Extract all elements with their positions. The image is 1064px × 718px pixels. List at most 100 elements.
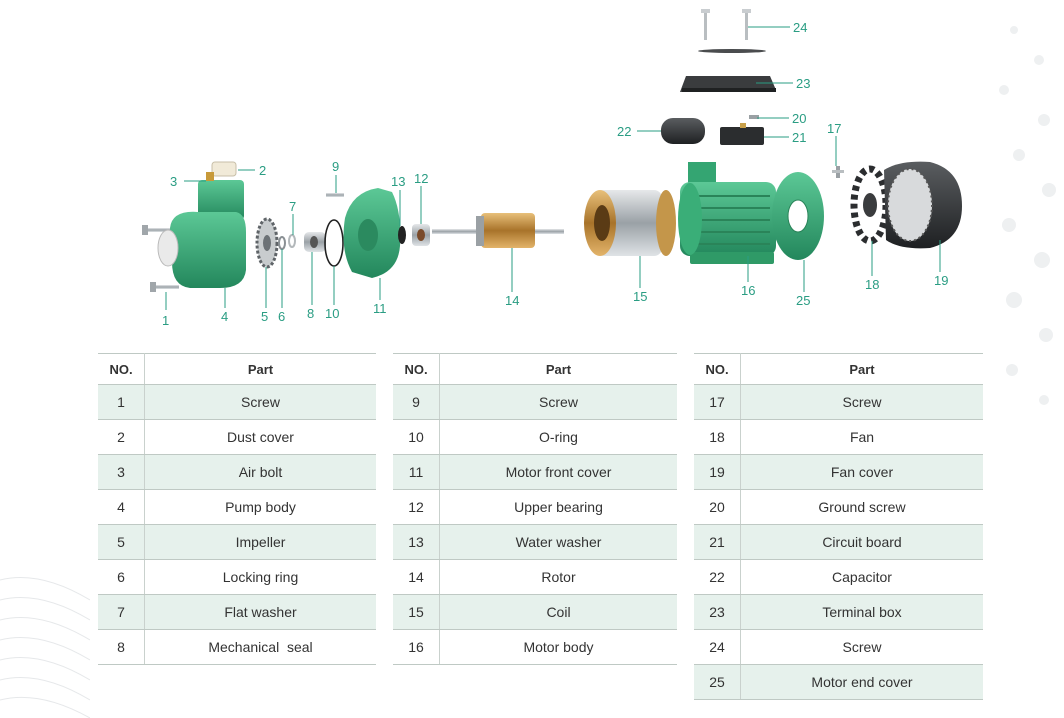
callout-10: 10 [325, 306, 339, 321]
row-no: 21 [694, 524, 741, 560]
header-part: Part [439, 353, 677, 385]
row-no: 2 [98, 419, 145, 455]
row-part: Upper bearing [439, 489, 677, 525]
row-no: 23 [694, 594, 741, 630]
row-part: Circuit board [740, 524, 983, 560]
callout-22: 22 [617, 124, 631, 139]
part-screw-1 [142, 225, 179, 292]
part-o-ring [324, 219, 344, 267]
part-locking-ring [278, 236, 286, 250]
row-no: 7 [98, 594, 145, 630]
callout-8: 8 [307, 306, 314, 321]
part-screw-24 [698, 9, 766, 53]
part-terminal-box [680, 76, 776, 92]
row-part: Impeller [144, 524, 376, 560]
callout-17: 17 [827, 121, 841, 136]
decorative-wave-pattern [0, 577, 90, 718]
part-fan-cover [884, 161, 962, 249]
callout-6: 6 [278, 309, 285, 324]
callout-23: 23 [796, 76, 810, 91]
header-no: NO. [393, 353, 440, 385]
row-part: Rotor [439, 559, 677, 595]
part-flat-washer [288, 234, 296, 248]
row-no: 6 [98, 559, 145, 595]
part-water-washer [398, 226, 406, 244]
callout-labels: 1 2 3 4 5 6 7 8 9 10 11 12 13 14 15 16 1… [162, 20, 948, 328]
decorative-dot-pattern [999, 26, 1056, 405]
callout-13: 13 [391, 174, 405, 189]
row-part: Motor body [439, 629, 677, 665]
part-pump-body [157, 180, 246, 288]
part-coil [584, 190, 676, 256]
row-no: 3 [98, 454, 145, 490]
part-air-bolt [206, 172, 214, 181]
part-rotor [432, 213, 564, 248]
callout-11: 11 [373, 301, 387, 316]
part-motor-end-cover [772, 172, 824, 260]
table-header-row: NO. Part [393, 353, 677, 385]
row-no: 9 [393, 384, 440, 420]
row-part: O-ring [439, 419, 677, 455]
header-no: NO. [694, 353, 741, 385]
row-no: 8 [98, 629, 145, 665]
part-screw-9 [326, 193, 344, 197]
row-no: 13 [393, 524, 440, 560]
callout-25: 25 [796, 293, 810, 308]
part-dust-cover [211, 161, 237, 177]
callout-4: 4 [221, 309, 228, 324]
part-screw-17 [832, 166, 844, 178]
part-motor-body [678, 162, 776, 264]
callout-12: 12 [414, 171, 428, 186]
row-part: Air bolt [144, 454, 376, 490]
row-part: Screw [144, 384, 376, 420]
callout-1: 1 [162, 313, 169, 328]
row-no: 5 [98, 524, 145, 560]
row-no: 4 [98, 489, 145, 525]
row-part: Ground screw [740, 489, 983, 525]
part-capacitor [661, 118, 705, 144]
row-part: Coil [439, 594, 677, 630]
row-part: Screw [439, 384, 677, 420]
table-header-row: NO. Part [694, 353, 983, 385]
header-part: Part [740, 353, 983, 385]
row-no: 17 [694, 384, 741, 420]
part-impeller [255, 217, 279, 269]
exploded-pump-diagram: 1 2 3 4 5 6 7 8 9 10 11 12 13 14 15 16 1… [142, 9, 962, 328]
part-upper-bearing [412, 224, 430, 246]
header-part: Part [144, 353, 376, 385]
part-motor-front-cover [343, 188, 401, 278]
part-ground-screw [749, 115, 759, 119]
callout-21: 21 [792, 130, 806, 145]
row-part: Screw [740, 629, 983, 665]
row-part: Motor front cover [439, 454, 677, 490]
callout-19: 19 [934, 273, 948, 288]
callout-3: 3 [170, 174, 177, 189]
callout-18: 18 [865, 277, 879, 292]
row-no: 18 [694, 419, 741, 455]
callout-15: 15 [633, 289, 647, 304]
row-no: 1 [98, 384, 145, 420]
row-no: 16 [393, 629, 440, 665]
header-no: NO. [98, 353, 145, 385]
callout-9: 9 [332, 159, 339, 174]
part-fan [850, 165, 890, 245]
